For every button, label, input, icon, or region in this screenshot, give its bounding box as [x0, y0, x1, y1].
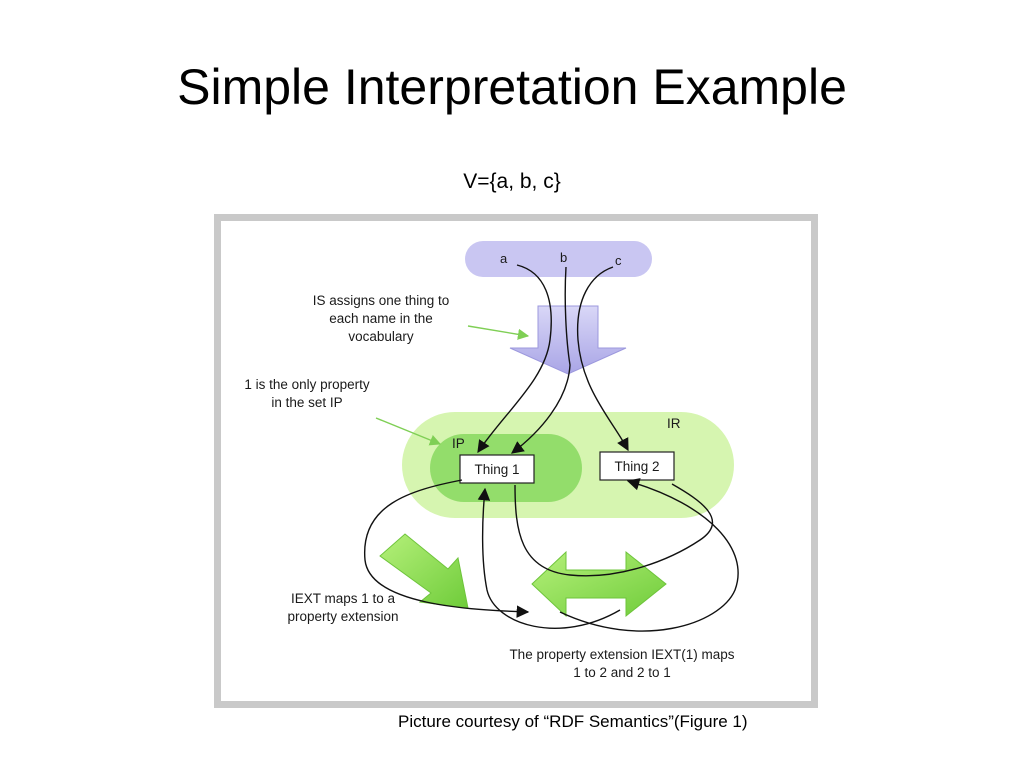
- note-is-line-1: IS assigns one thing to: [313, 293, 450, 308]
- curve-a-to-thing1: [477, 264, 552, 454]
- thing-2-box: [599, 451, 675, 481]
- curve-thing1-to-extension: [364, 479, 530, 618]
- thing-2-label: Thing 2: [614, 459, 659, 474]
- slide-title: Simple Interpretation Example: [177, 59, 847, 115]
- ir-label: IR: [667, 416, 681, 431]
- iext-arrow: [379, 533, 469, 609]
- ip-label: IP: [452, 436, 465, 451]
- name-b: b: [560, 250, 567, 265]
- thing-1-box: [459, 454, 535, 484]
- note-extension-line-2: 1 to 2 and 2 to 1: [573, 665, 671, 680]
- vocabulary-definition: V={a, b, c}: [463, 170, 561, 193]
- is-mapping-arrow: [509, 305, 627, 375]
- note-is-line-3: vocabulary: [348, 329, 414, 344]
- curve-thing1-bottom-loop: [514, 483, 714, 577]
- curve-c-to-thing2: [576, 266, 629, 452]
- curve-to-thing1-from-below: [477, 487, 621, 629]
- figure-caption: Picture courtesy of “RDF Semantics”(Figu…: [398, 712, 748, 731]
- note-iext-line-1: IEXT maps 1 to a: [291, 591, 396, 606]
- thing-1-label: Thing 1: [474, 462, 519, 477]
- note-is-line-2: each name in the: [329, 311, 433, 326]
- mapping-curves: [364, 264, 739, 632]
- is-note-pointer: [467, 325, 530, 340]
- curve-b-to-thing1: [510, 266, 571, 454]
- extension-double-arrow: [531, 550, 667, 618]
- ip-note-pointer: [375, 417, 442, 446]
- name-c: c: [615, 253, 622, 268]
- note-ip-line-2: in the set IP: [271, 395, 342, 410]
- note-iext-line-2: property extension: [287, 609, 398, 624]
- name-a: a: [500, 251, 508, 266]
- note-extension-line-1: The property extension IEXT(1) maps: [509, 647, 734, 662]
- curve-to-thing2-from-below: [559, 478, 739, 632]
- vocabulary-blob: [465, 241, 652, 277]
- note-ip-line-1: 1 is the only property: [244, 377, 370, 392]
